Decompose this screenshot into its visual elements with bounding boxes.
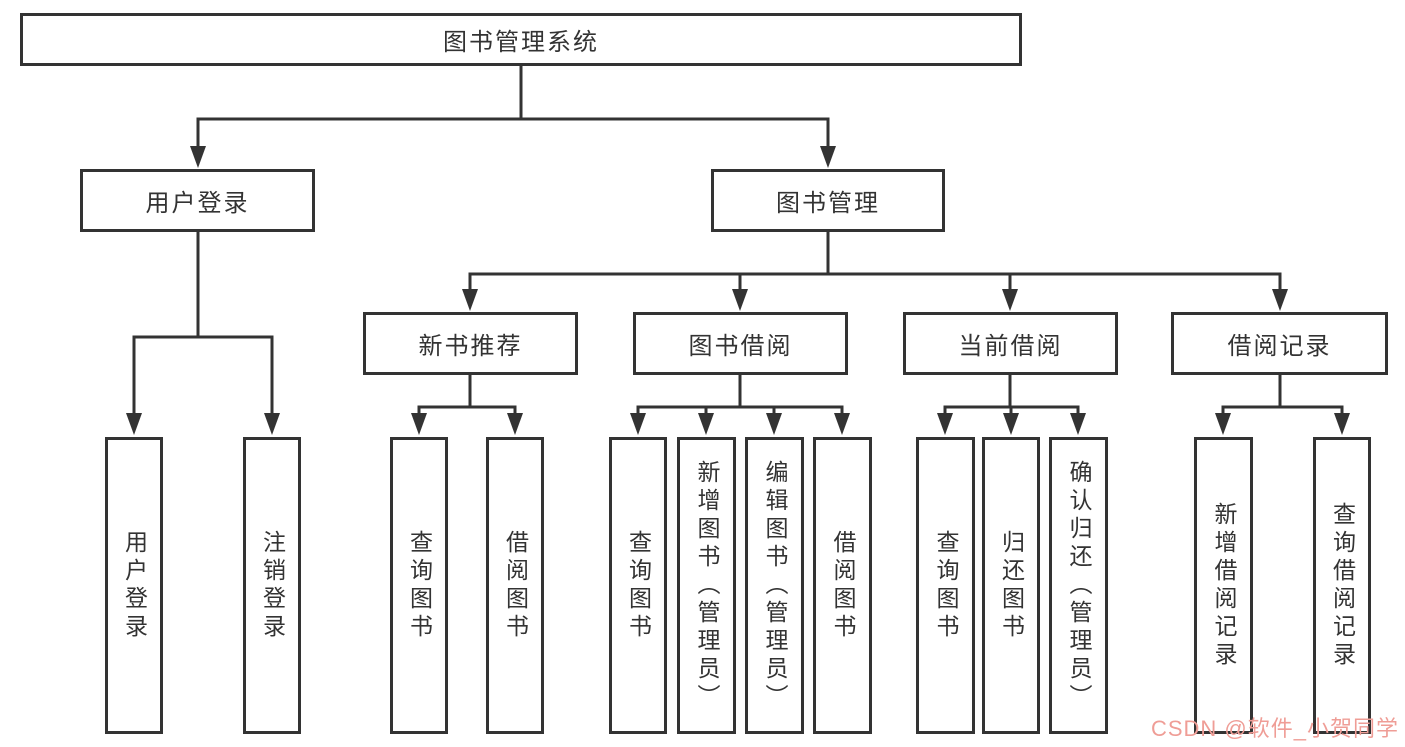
connector-book-management-children — [462, 230, 1288, 311]
leaf-borrow-borrow-book-label: 借阅图书 — [830, 529, 856, 642]
node-user-login-label: 用户登录 — [145, 190, 250, 217]
node-current-borrow-label: 当前借阅 — [958, 333, 1063, 360]
node-book-management: 图书管理 — [711, 169, 945, 232]
leaf-borrow-borrow-book: 借阅图书 — [813, 437, 872, 734]
node-book-management-label: 图书管理 — [776, 190, 880, 217]
leaf-logout-label: 注销登录 — [259, 529, 286, 642]
node-current-borrow: 当前借阅 — [903, 312, 1118, 375]
watermark-text: CSDN @软件_小贺同学 — [1150, 716, 1399, 741]
node-book-borrow-label: 图书借阅 — [688, 333, 793, 360]
connector-book-borrow-children — [630, 373, 850, 435]
root-node-label: 图书管理系统 — [443, 29, 599, 56]
leaf-recommend-query-book-label: 查询图书 — [406, 529, 433, 642]
connector-borrow-records-children — [1215, 373, 1350, 435]
leaf-borrow-query-book: 查询图书 — [609, 437, 667, 734]
leaf-recommend-borrow-book: 借阅图书 — [486, 437, 544, 734]
node-borrow-records: 借阅记录 — [1171, 312, 1388, 375]
leaf-current-confirm-return-admin-label: 确认归还（管理员） — [1066, 459, 1092, 712]
leaf-logout: 注销登录 — [243, 437, 301, 734]
leaf-records-add-record: 新增借阅记录 — [1194, 437, 1253, 734]
leaf-borrow-edit-book-admin: 编辑图书（管理员） — [745, 437, 804, 734]
leaf-borrow-edit-book-admin-label: 编辑图书（管理员） — [762, 459, 788, 712]
leaf-borrow-add-book-admin: 新增图书（管理员） — [677, 437, 736, 734]
leaf-records-add-record-label: 新增借阅记录 — [1211, 501, 1237, 670]
leaf-recommend-query-book: 查询图书 — [390, 437, 448, 734]
node-user-login: 用户登录 — [80, 169, 315, 232]
node-new-book-recommend-label: 新书推荐 — [418, 333, 523, 360]
node-book-borrow: 图书借阅 — [633, 312, 848, 375]
leaf-borrow-add-book-admin-label: 新增图书（管理员） — [694, 459, 720, 712]
root-node: 图书管理系统 — [20, 13, 1022, 66]
leaf-user-login-label: 用户登录 — [121, 529, 148, 642]
leaf-records-query-record: 查询借阅记录 — [1313, 437, 1371, 734]
leaf-current-query-book: 查询图书 — [916, 437, 975, 734]
node-borrow-records-label: 借阅记录 — [1227, 333, 1332, 360]
node-new-book-recommend: 新书推荐 — [363, 312, 578, 375]
leaf-current-confirm-return-admin: 确认归还（管理员） — [1049, 437, 1108, 734]
leaf-recommend-borrow-book-label: 借阅图书 — [502, 529, 529, 642]
connector-new-book-recommend-children — [411, 373, 523, 435]
leaf-current-return-book: 归还图书 — [982, 437, 1040, 734]
connector-current-borrow-children — [937, 373, 1086, 435]
leaf-borrow-query-book-label: 查询图书 — [625, 529, 652, 642]
leaf-current-query-book-label: 查询图书 — [933, 529, 959, 642]
leaf-records-query-record-label: 查询借阅记录 — [1329, 501, 1356, 670]
connector-root-to-level2 — [190, 64, 836, 168]
leaf-user-login: 用户登录 — [105, 437, 163, 734]
leaf-current-return-book-label: 归还图书 — [998, 529, 1025, 642]
connector-user-login-children — [126, 230, 280, 435]
